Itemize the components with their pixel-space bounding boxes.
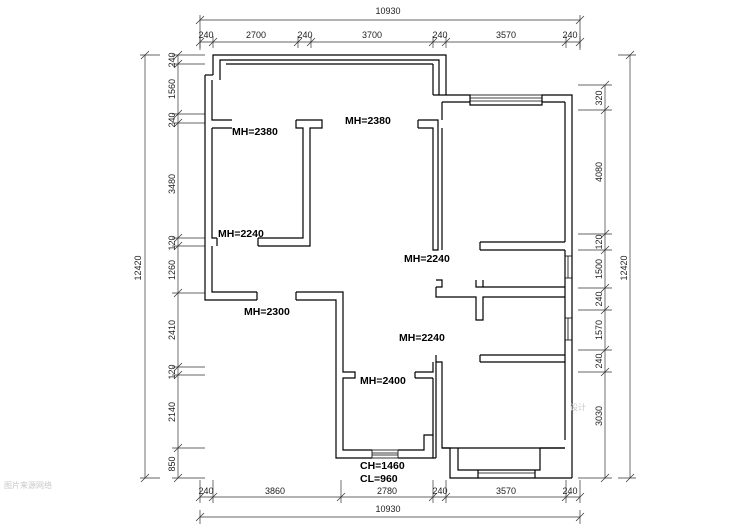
right-total-dimension: 12420	[619, 255, 629, 280]
right-seg-3: 120	[594, 234, 604, 249]
right-seg-2: 4080	[594, 162, 604, 182]
watermark-source: 图片来源网络	[4, 480, 52, 490]
top-seg-6: 3570	[496, 30, 516, 40]
label-ch-1460: CH=1460	[360, 460, 405, 472]
left-seg-9: 2140	[167, 402, 177, 422]
right-seg-5: 240	[594, 291, 604, 306]
top-dimension-chain: 10930 240 2700 240 3700 240 3570 240	[195, 6, 585, 50]
left-seg-4: 3480	[167, 174, 177, 194]
left-seg-3: 240	[167, 112, 177, 127]
right-seg-1: 320	[594, 90, 604, 105]
top-seg-3: 240	[297, 30, 312, 40]
top-seg-7: 240	[562, 30, 577, 40]
bottom-seg-2: 3860	[265, 486, 285, 496]
top-seg-1: 240	[198, 30, 213, 40]
label-mh-2240-left: MH=2240	[218, 228, 264, 240]
label-mh-2380-center: MH=2380	[345, 115, 391, 127]
bottom-total-dimension: 10930	[375, 504, 400, 514]
bottom-seg-6: 240	[562, 486, 577, 496]
label-mh-2240-right-upper: MH=2240	[404, 253, 450, 265]
left-seg-7: 2410	[167, 320, 177, 340]
label-mh-2240-right-lower: MH=2240	[399, 332, 445, 344]
left-seg-5: 120	[167, 235, 177, 250]
right-seg-7: 240	[594, 353, 604, 368]
left-total-dimension: 12420	[133, 255, 143, 280]
top-seg-4: 3700	[362, 30, 382, 40]
bottom-seg-4: 240	[432, 486, 447, 496]
left-dimension-chain: 12420 240 1560 240 3480 120 1260 2410 12…	[133, 50, 205, 483]
left-seg-6: 1260	[167, 260, 177, 280]
right-dimension-chain: 320 4080 120 1500 240 1570 240 3030 1242…	[578, 50, 636, 483]
left-seg-8: 120	[167, 364, 177, 379]
right-seg-4: 1500	[594, 259, 604, 279]
left-seg-1: 240	[167, 52, 177, 67]
windows	[371, 94, 573, 479]
right-seg-8: 3030	[594, 406, 604, 426]
bottom-seg-3: 2780	[377, 486, 397, 496]
top-seg-2: 2700	[246, 30, 266, 40]
label-mh-2400: MH=2400	[360, 375, 406, 387]
right-seg-6: 1570	[594, 320, 604, 340]
top-total-dimension: 10930	[375, 6, 400, 16]
bottom-seg-1: 240	[198, 486, 213, 496]
watermark-logo: 设计	[570, 402, 586, 412]
bottom-dimension-chain: 240 3860 2780 240 3570 240 10930	[195, 480, 585, 524]
opening-labels: MH=2380 MH=2380 MH=2240 MH=2240 MH=2300 …	[218, 115, 450, 485]
label-mh-2300: MH=2300	[244, 306, 290, 318]
bottom-seg-5: 3570	[496, 486, 516, 496]
left-seg-2: 1560	[167, 79, 177, 99]
left-seg-10: 850	[167, 456, 177, 471]
top-seg-5: 240	[432, 30, 447, 40]
label-cl-960: CL=960	[360, 473, 398, 485]
label-mh-2380-left: MH=2380	[232, 126, 278, 138]
